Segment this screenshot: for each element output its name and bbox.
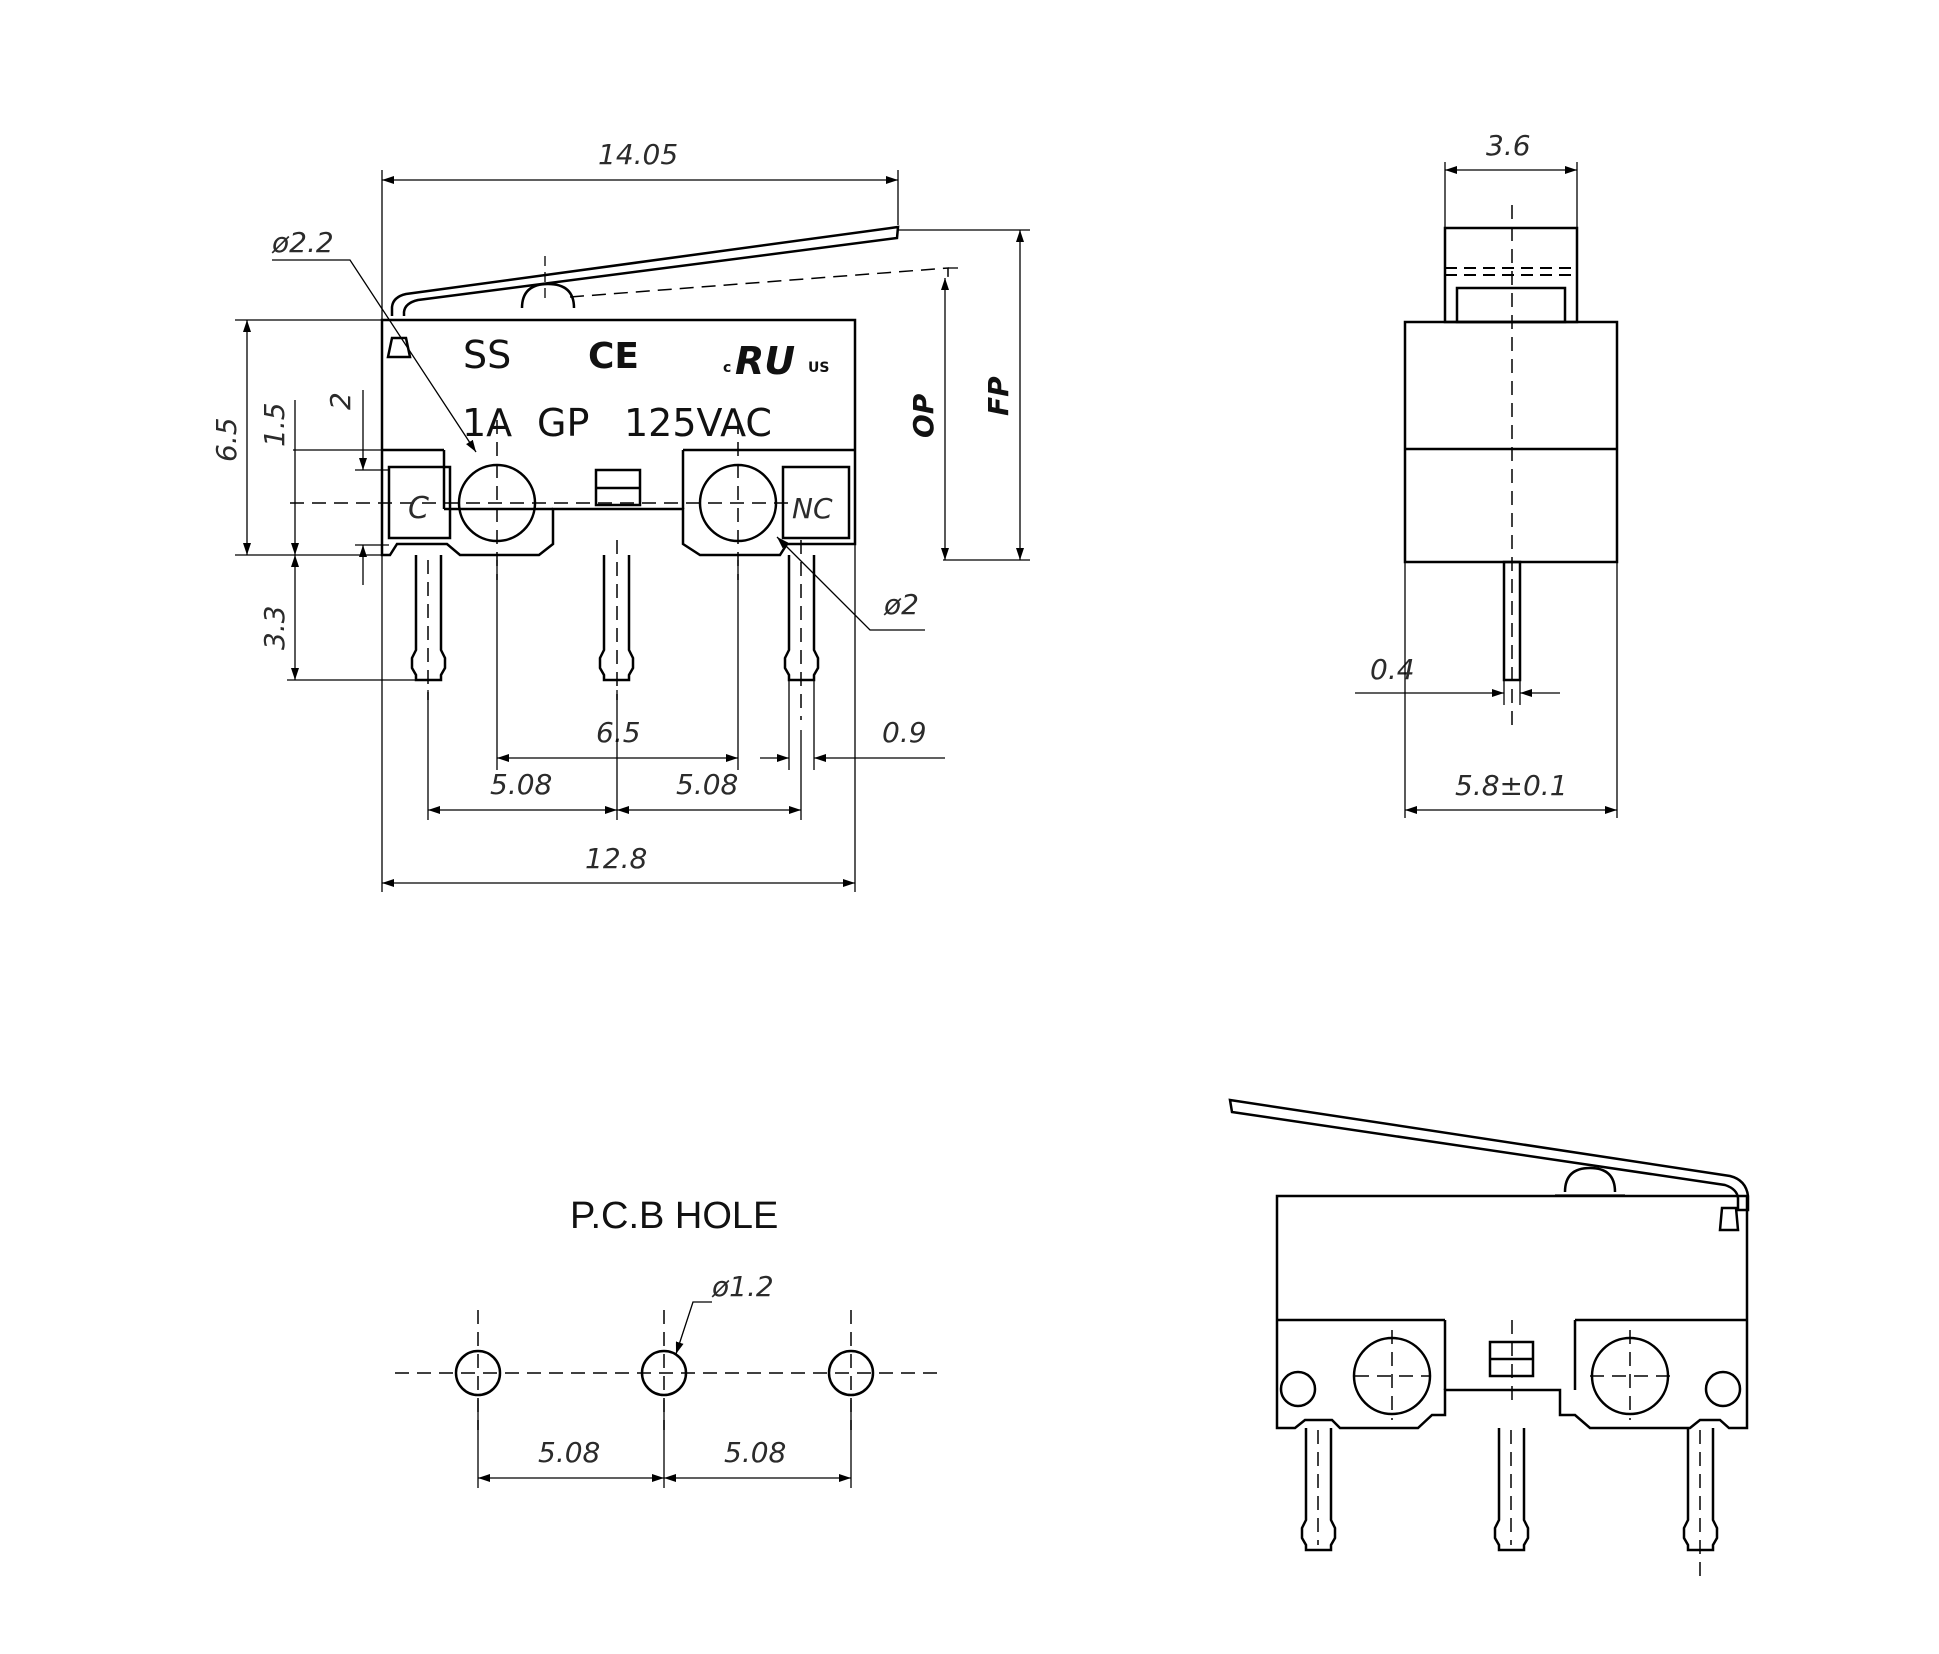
label-op: OP	[907, 393, 940, 438]
dim-body-length: 12.8	[585, 842, 647, 875]
ul-logo: c RU US	[723, 339, 829, 383]
dim-hole-dia: ø2	[883, 588, 919, 621]
dim-body-width: 5.8±0.1	[1455, 769, 1568, 802]
label-fp: FP	[982, 376, 1015, 416]
dim-pitch-right: 5.08	[676, 768, 738, 801]
marking-rating-amp: 1A	[462, 401, 512, 445]
pcb-hole-center	[640, 1349, 688, 1397]
marking-rating-gp: GP	[537, 401, 589, 445]
dim-pin-offset: 0.9	[882, 716, 927, 749]
terminal-pins	[410, 540, 820, 720]
dim-hole-pitch: 6.5	[596, 716, 641, 749]
front-view: SS CE c RU US 1A GP 125VAC C NC 14.05 ø2…	[210, 138, 1030, 892]
pcb-hole-title: P.C.B HOLE	[570, 1195, 778, 1237]
dim-pin-thickness: 0.4	[1370, 653, 1415, 686]
dim-body-height: 6.5	[210, 417, 243, 462]
actuator-lever	[390, 225, 949, 316]
pcb-hole-view: P.C.B HOLE ø1.2 5.08 5.08	[395, 1195, 945, 1488]
terminal-nc-label: NC	[792, 492, 833, 525]
pcb-dim-pitch-right: 5.08	[724, 1436, 786, 1469]
dim-lever-dia: ø2.2	[271, 226, 334, 259]
terminal-c-label: C	[408, 491, 429, 526]
dim-top-width: 3.6	[1486, 129, 1531, 162]
pcb-hole-left	[454, 1349, 502, 1397]
dim-overall-length: 14.05	[598, 138, 678, 171]
dim-1-5: 1.5	[258, 402, 291, 447]
marking-rating-voltage: 125VAC	[624, 401, 772, 445]
side-body	[1403, 320, 1619, 564]
rear-pins	[1300, 1428, 1719, 1580]
pcb-hole-right	[827, 1349, 875, 1397]
pcb-dim-pitch-left: 5.08	[538, 1436, 600, 1469]
svg-text:US: US	[808, 360, 829, 376]
svg-text:c: c	[723, 360, 731, 376]
dim-pitch-left: 5.08	[490, 768, 552, 801]
dim-pin-length: 3.3	[258, 605, 291, 650]
rear-view	[1228, 1098, 1750, 1580]
marking-brand: SS	[463, 333, 511, 377]
rear-body	[1275, 1194, 1749, 1430]
marking-ce: CE	[588, 336, 639, 377]
side-view: 3.6 0.4 5.8±0.1	[1355, 129, 1619, 818]
svg-text:RU: RU	[735, 339, 795, 383]
rear-lever	[1228, 1098, 1750, 1212]
pcb-dim-hole-dia: ø1.2	[711, 1270, 774, 1303]
dim-2: 2	[324, 392, 357, 410]
